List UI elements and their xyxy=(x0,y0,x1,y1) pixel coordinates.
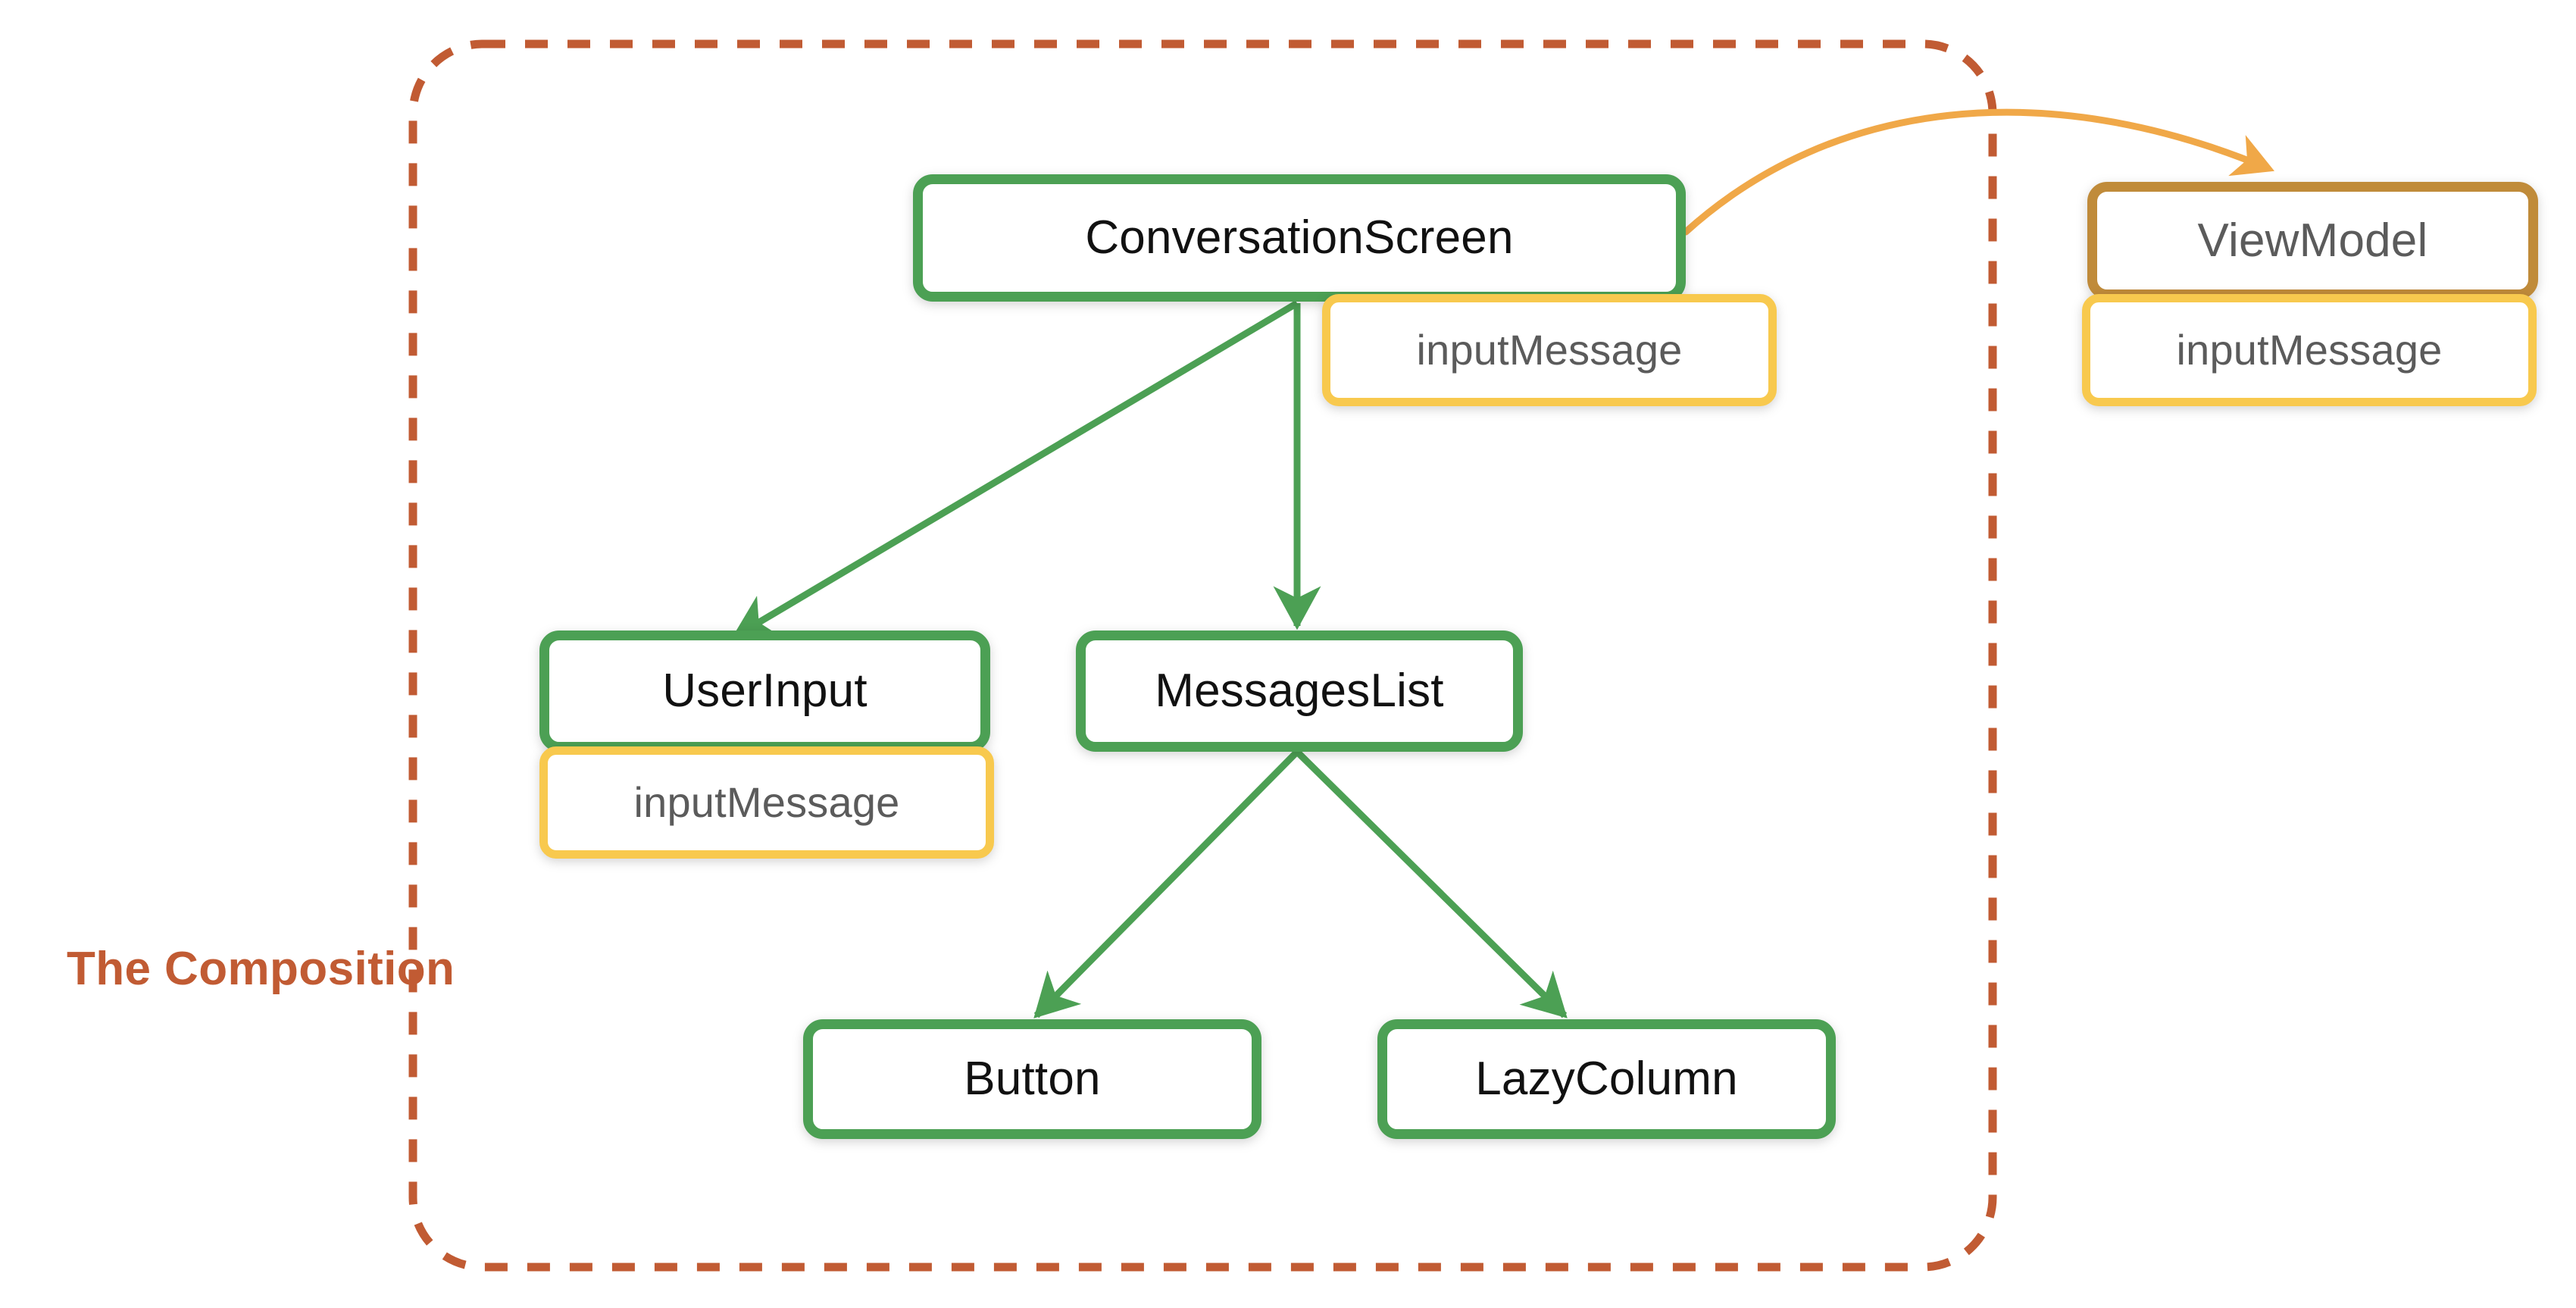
node-viewmodel-label: ViewModel xyxy=(2197,214,2428,267)
node-conversationscreen-label: ConversationScreen xyxy=(1085,211,1514,264)
composition-region-label: The Composition xyxy=(67,943,455,995)
node-viewmodel-state-inputmessage[interactable]: inputMessage xyxy=(2082,294,2537,406)
node-viewmodel-state-label: inputMessage xyxy=(2176,326,2443,374)
edge-messageslist-to-lazycolumn xyxy=(1294,749,1568,1019)
node-userinput-state-label: inputMessage xyxy=(633,778,900,826)
node-button-label: Button xyxy=(964,1053,1101,1105)
node-viewmodel[interactable]: ViewModel xyxy=(2087,182,2538,299)
node-conversationscreen-state-label: inputMessage xyxy=(1416,326,1683,374)
node-userinput-state-inputmessage[interactable]: inputMessage xyxy=(539,746,994,859)
node-messageslist[interactable]: MessagesList xyxy=(1076,631,1523,752)
edge-messageslist-to-button xyxy=(1033,749,1300,1019)
node-lazycolumn-label: LazyColumn xyxy=(1475,1053,1738,1105)
edge-conversationscreen-to-userinput xyxy=(731,300,1299,640)
node-button[interactable]: Button xyxy=(803,1019,1261,1139)
node-userinput-label: UserInput xyxy=(662,665,868,717)
node-conversationscreen[interactable]: ConversationScreen xyxy=(913,174,1686,302)
node-conversationscreen-state-inputmessage[interactable]: inputMessage xyxy=(1322,294,1777,406)
node-userinput[interactable]: UserInput xyxy=(539,631,990,752)
node-messageslist-label: MessagesList xyxy=(1155,665,1444,717)
node-lazycolumn[interactable]: LazyColumn xyxy=(1377,1019,1836,1139)
